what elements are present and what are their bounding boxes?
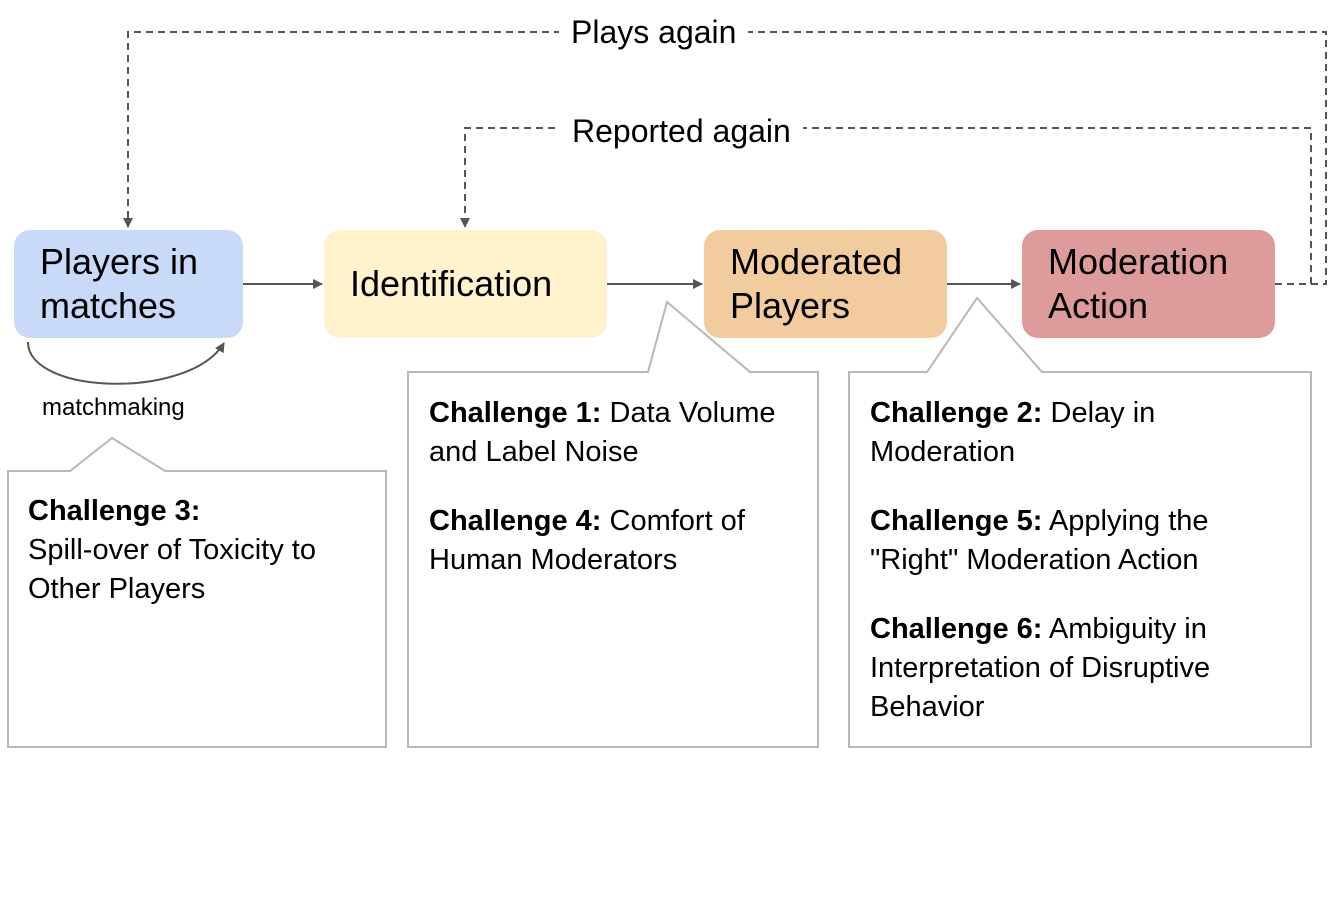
loop-matchmaking-arrow [27, 341, 225, 385]
callout-challenge-3: Challenge 3: Spill-over of Toxicity to O… [28, 492, 373, 639]
challenge-4-text: Comfort of Human Moderators [429, 505, 745, 576]
challenge-6-text: Ambiguity in Interpretation of Disruptiv… [870, 613, 1211, 723]
challenge-5-text: Applying the "Right" Moderation Action [870, 505, 1209, 576]
challenge-4: Challenge 4: Comfort of Human Moderators [429, 502, 809, 580]
challenge-2: Challenge 2: Delay in Moderation [870, 394, 1300, 472]
challenge-6-title: Challenge 6: [870, 613, 1043, 645]
callout-challenges-2-5-6-outline [848, 296, 1312, 748]
challenge-3-title: Challenge 3: [28, 495, 201, 527]
stage-players-line2: matches [40, 285, 177, 326]
challenge-1-text: Data Volume and Label Noise [429, 397, 776, 468]
stage-moderated-line1: Moderated [730, 241, 903, 282]
challenge-3-text: Spill-over of Toxicity to Other Players [28, 534, 316, 605]
stage-moderated-players: Moderated Players [704, 230, 947, 338]
loop-reported-again-line [460, 127, 1312, 284]
matchmaking-label: matchmaking [42, 394, 185, 421]
challenge-5-title: Challenge 5: [870, 505, 1043, 537]
challenge-5: Challenge 5: Applying the "Right" Modera… [870, 502, 1300, 580]
stage-action-line2: Action [1048, 285, 1149, 326]
loop-plays-again-line [123, 31, 1327, 285]
callout-challenges-2-5-6: Challenge 2: Delay in Moderation Challen… [870, 394, 1300, 757]
challenge-6: Challenge 6: Ambiguity in Interpretation… [870, 610, 1300, 727]
reported-again-label: Reported again [560, 113, 803, 149]
challenge-3: Challenge 3: Spill-over of Toxicity to O… [28, 492, 373, 609]
stage-action-line1: Moderation [1048, 241, 1229, 282]
challenge-2-title: Challenge 2: [870, 397, 1043, 429]
stage-identification: Identification [324, 230, 607, 338]
plays-again-label: Plays again [559, 14, 749, 50]
stage-moderation-action: Moderation Action [1022, 230, 1275, 338]
callout-challenges-1-4: Challenge 1: Data Volume and Label Noise… [429, 394, 809, 610]
challenge-4-title: Challenge 4: [429, 505, 602, 537]
stage-moderated-line2: Players [730, 285, 851, 326]
callout-challenge-3-outline [7, 436, 387, 748]
challenge-1-title: Challenge 1: [429, 397, 602, 429]
callout-challenges-1-4-outline [407, 300, 819, 748]
stage-players-in-matches: Players in matches [14, 230, 243, 338]
challenge-1: Challenge 1: Data Volume and Label Noise [429, 394, 809, 472]
stage-identification-label: Identification [350, 263, 553, 304]
challenge-2-text: Delay in Moderation [870, 397, 1156, 468]
stage-players-line1: Players in [40, 241, 199, 282]
